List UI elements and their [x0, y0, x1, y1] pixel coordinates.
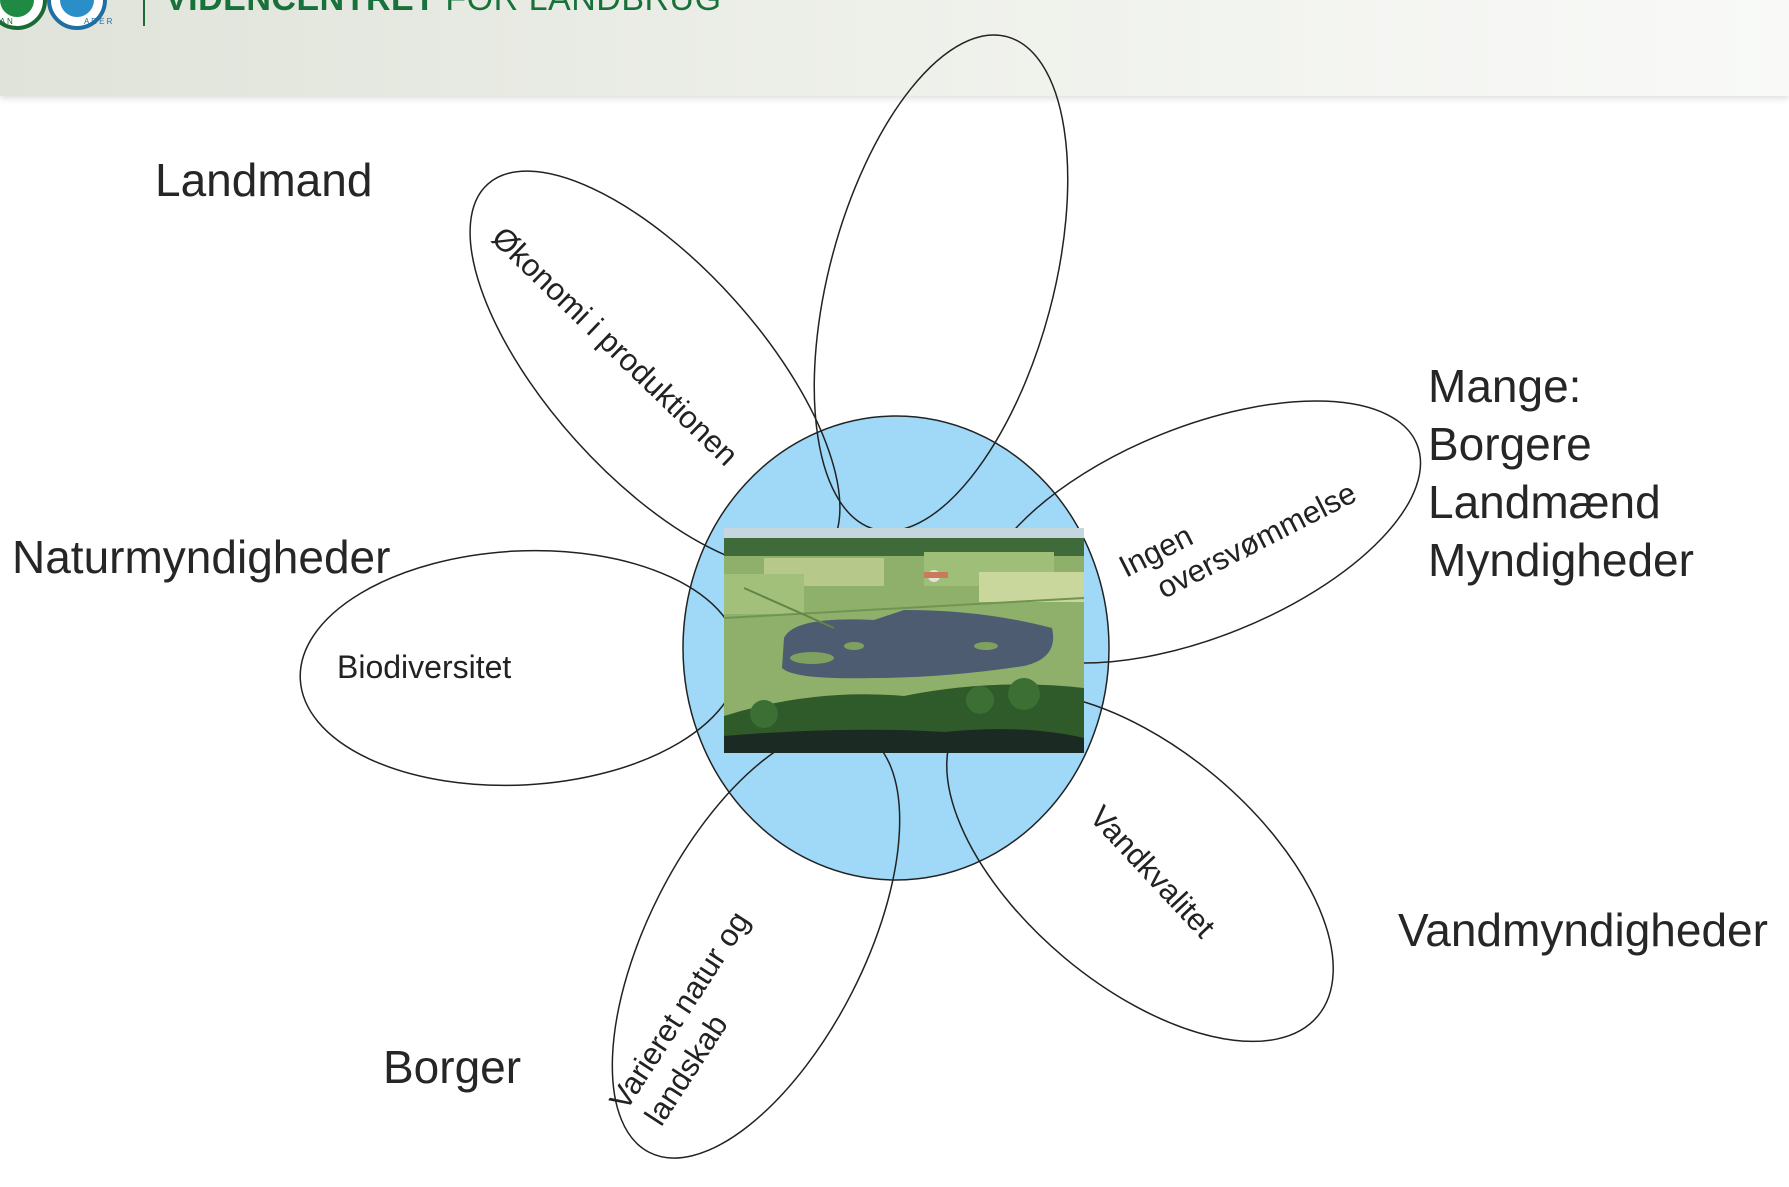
header-band: L A N A R E R VIDENCENTRET FOR LANDBRUG — [0, 0, 1789, 96]
stakeholder-citizen: Borger — [383, 1041, 522, 1093]
stakeholder-many: Mange: Borgere Landmænd Myndigheder — [1428, 357, 1694, 589]
petal-label-biodiversity: Biodiversitet — [337, 649, 511, 685]
aerial-photo-drawing — [724, 528, 1084, 753]
petal-label-flooding: Ingen oversvømmelse — [1113, 475, 1362, 606]
stakeholder-many-item: Landmænd — [1428, 476, 1661, 528]
logo-separator — [143, 0, 145, 26]
brand-title: VIDENCENTRET FOR LANDBRUG — [165, 0, 722, 16]
landbrug-logo: L A N A R E R — [0, 0, 113, 30]
stakeholder-many-title: Mange: — [1428, 360, 1582, 412]
petal-label-landscape: Varieret natur og landskab — [603, 905, 757, 1131]
brand-title-light: FOR LANDBRUG — [435, 0, 721, 18]
logo-lettering: L A N — [0, 17, 13, 26]
stakeholder-many-item: Borgere — [1428, 418, 1592, 470]
stakeholder-farmer: Landmand — [155, 154, 373, 206]
brand-title-bold: VIDENCENTRET — [165, 0, 435, 18]
petal-label-economy: Økonomi i produktionen — [485, 220, 745, 473]
stakeholder-water-authorities: Vandmyndigheder — [1398, 904, 1768, 956]
aerial-wetland-photo — [724, 528, 1084, 753]
stakeholder-nature-authorities: Naturmyndigheder — [12, 531, 391, 583]
stakeholder-many-item: Myndigheder — [1428, 534, 1694, 586]
petal-label-water-quality: Vandkvalitet — [1083, 799, 1222, 945]
svg-text:A R E R: A R E R — [84, 17, 113, 26]
